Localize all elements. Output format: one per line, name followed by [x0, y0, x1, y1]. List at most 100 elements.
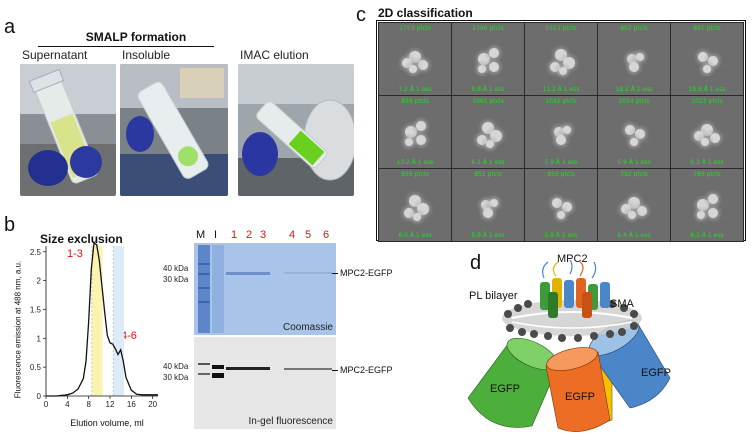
class-resolution: 5.9 Å 1 ess — [617, 159, 651, 166]
class-resolution: 6.1 Å 1 ess — [690, 232, 724, 239]
lane-label-3: 3 — [260, 229, 267, 241]
label-egfp-orange: EGFP — [565, 391, 595, 403]
x-tick-label: 20 — [148, 400, 157, 409]
sec-xlabel: Elution volume, ml — [70, 418, 144, 428]
mw-top-30: 30 kDa — [163, 275, 189, 284]
photo-caption-imac: IMAC elution — [240, 48, 309, 62]
class-average: 881 ptcls 19.8 Å 1 ess — [670, 22, 744, 96]
label-mpc2: MPC2 — [557, 253, 588, 265]
sec-trace — [46, 241, 158, 397]
class-average: 850 ptcls 5.9 Å 1 ess — [524, 168, 598, 242]
shaded-region-0 — [91, 246, 103, 396]
panel-c-label: c — [356, 4, 366, 26]
class-particle-count: 786 ptcls — [693, 171, 721, 178]
mpc2-helices — [540, 278, 610, 318]
y-tick-label: 2.5 — [30, 248, 42, 257]
band-label-top: MPC2-EGFP — [340, 268, 393, 278]
class-particle-count: 856 ptcls — [401, 171, 429, 178]
class-particle-count: 802 ptcls — [620, 25, 648, 32]
class-resolution: 5.8 Å 1 ess — [471, 86, 505, 93]
egfp-green — [467, 337, 559, 428]
class-particle-count: 1023 ptcls — [691, 98, 723, 105]
class-resolution: 11.2 Å 1 ess — [542, 86, 580, 93]
label-pl-bilayer: PL bilayer — [469, 290, 518, 302]
class-resolution: 5.9 Å 1 ess — [544, 159, 578, 166]
y-tick-label: 0.5 — [30, 363, 42, 372]
x-tick-label: 8 — [86, 400, 91, 409]
shaded-region-1 — [113, 246, 124, 396]
class-particle-count: 1032 ptcls — [545, 98, 577, 105]
label-egfp-blue: EGFP — [641, 367, 671, 379]
panel-d-label: d — [470, 252, 482, 274]
class-particle-count: 851 ptcls — [474, 171, 502, 178]
class-resolution: 18.2 Å 1 ess — [615, 86, 653, 93]
class-particle-count: 881 ptcls — [693, 25, 721, 32]
panel-a-label: a — [4, 16, 16, 38]
smalp-header: SMALP formation — [85, 30, 187, 44]
class-average: 2396 ptcls 5.8 Å 1 ess — [451, 22, 525, 96]
photo-caption-supernatant: Supernatant — [22, 48, 88, 62]
label-egfp-green: EGFP — [490, 383, 520, 395]
lane-label-2: 2 — [246, 229, 253, 241]
region-label-4-6: 4-6 — [121, 330, 137, 342]
class-title: 2D classification — [378, 6, 473, 20]
class-resolution: 6.4 Å 1 ess — [617, 232, 651, 239]
class-average: 3312 ptcls 11.2 Å 1 ess — [524, 22, 598, 96]
gel-fluorescence: In-gel fluorescence — [194, 337, 336, 429]
lane-label-1: 1 — [231, 229, 238, 241]
band-pointer-top — [332, 273, 338, 274]
x-tick-label: 0 — [44, 400, 49, 409]
class-average: 1023 ptcls 6.2 Å 1 ess — [670, 95, 744, 169]
class-particle-count: 859 ptcls — [401, 98, 429, 105]
class-resolution: 6.2 Å 1 ess — [690, 159, 724, 166]
photo-caption-insoluble: Insoluble — [122, 48, 171, 62]
class-particle-count: 792 ptcls — [620, 171, 648, 178]
mw-top-40: 40 kDa — [163, 264, 189, 273]
photo-insoluble — [120, 64, 228, 196]
egfp-orange — [545, 347, 611, 432]
y-tick-label: 1.5 — [30, 305, 42, 314]
sec-title: Size exclusion — [40, 232, 123, 246]
y-tick-label: 0 — [37, 392, 42, 401]
photo-imac-elution — [238, 64, 354, 196]
band-label-bottom: MPC2-EGFP — [340, 365, 393, 375]
class-average: 792 ptcls 6.4 Å 1 ess — [597, 168, 671, 242]
label-sma: SMA — [610, 298, 634, 310]
smalp-header-rule — [38, 46, 214, 47]
class-average: 1061 ptcls 6.1 Å 1 ess — [451, 95, 525, 169]
photo-supernatant — [20, 64, 116, 196]
panel-b-label: b — [4, 214, 16, 236]
gel-coomassie: Coomassie — [194, 243, 336, 335]
class-resolution: 19.8 Å 1 ess — [688, 86, 726, 93]
class-particle-count: 1061 ptcls — [472, 98, 504, 105]
mw-bottom-40: 40 kDa — [163, 362, 189, 371]
class-average: 786 ptcls 6.1 Å 1 ess — [670, 168, 744, 242]
lane-label-6: 6 — [323, 229, 330, 241]
lane-label-i: I — [214, 229, 218, 241]
class-resolution: 5.9 Å 1 ess — [544, 232, 578, 239]
class-resolution: 7.2 Å 1 ess — [398, 86, 432, 93]
mw-bottom-30: 30 kDa — [163, 373, 189, 382]
class-particle-count: 2396 ptcls — [472, 25, 504, 32]
lane-label-5: 5 — [305, 229, 312, 241]
class-resolution: 13.2 Å 1 ess — [396, 159, 434, 166]
class-particle-count: 2753 ptcls — [399, 25, 431, 32]
x-tick-label: 16 — [127, 400, 136, 409]
class-average: 802 ptcls 18.2 Å 1 ess — [597, 22, 671, 96]
class-particle-count: 3312 ptcls — [545, 25, 577, 32]
class-average: 859 ptcls 13.2 Å 1 ess — [378, 95, 452, 169]
lane-label-m: M — [196, 229, 206, 241]
region-label-1-3: 1-3 — [67, 248, 83, 260]
class-average: 2753 ptcls 7.2 Å 1 ess — [378, 22, 452, 96]
class-particle-count: 850 ptcls — [547, 171, 575, 178]
lane-label-4: 4 — [289, 229, 296, 241]
gel-fluorescence-caption: In-gel fluorescence — [248, 416, 334, 427]
gel-coomassie-caption: Coomassie — [282, 322, 333, 333]
class-average: 1032 ptcls 5.9 Å 1 ess — [524, 95, 598, 169]
x-tick-label: 12 — [106, 400, 115, 409]
class-resolution: 6.1 Å 1 ess — [471, 159, 505, 166]
